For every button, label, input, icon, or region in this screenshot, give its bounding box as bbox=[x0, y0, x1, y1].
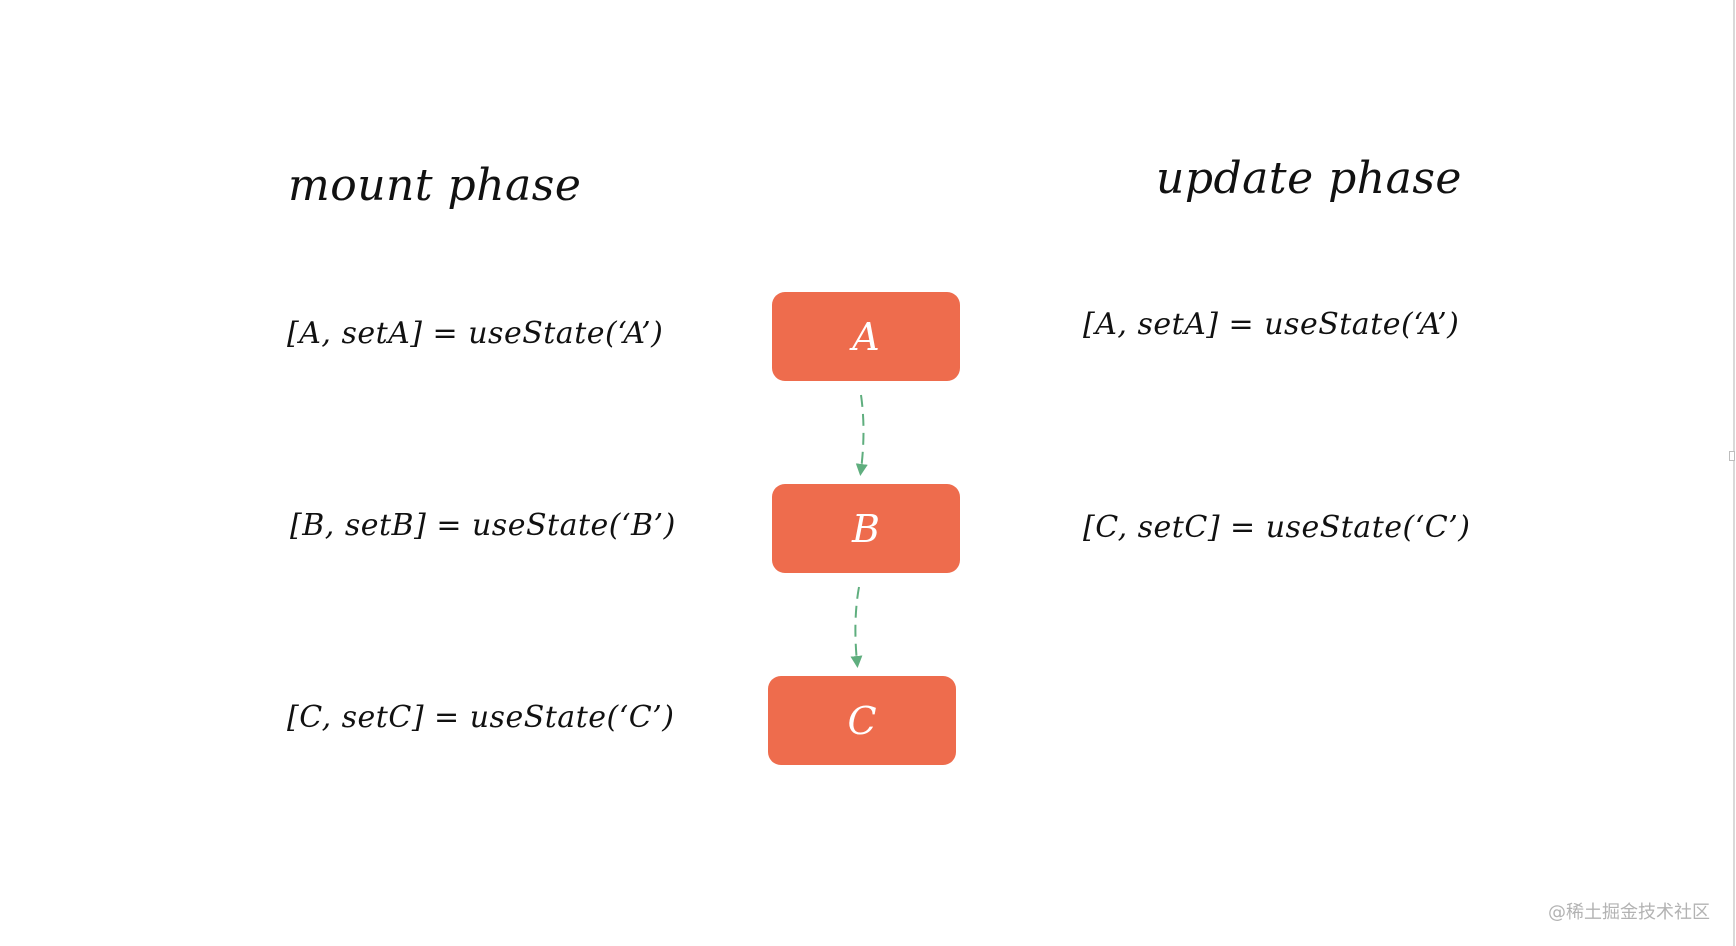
mount-call-b: [B, setB] = useState(‘B’) bbox=[290, 508, 676, 543]
hook-node-a: A bbox=[772, 292, 960, 381]
hook-node-b-label: B bbox=[852, 506, 880, 551]
watermark-text: @稀土掘金技术社区 bbox=[1548, 902, 1710, 923]
hook-node-c: C bbox=[768, 676, 956, 765]
update-call-c: [C, setC] = useState(‘C’) bbox=[1083, 510, 1471, 545]
hook-node-b: B bbox=[772, 484, 960, 573]
hook-node-a-label: A bbox=[852, 314, 880, 359]
dashed-arrow-down-icon bbox=[855, 394, 868, 476]
canvas-right-border bbox=[1733, 0, 1735, 946]
hook-node-c-label: C bbox=[847, 698, 877, 743]
mount-call-c: [C, setC] = useState(‘C’) bbox=[287, 700, 675, 735]
mount-phase-heading: mount phase bbox=[288, 160, 582, 211]
update-phase-heading: update phase bbox=[1156, 153, 1462, 204]
dashed-arrow-down-icon bbox=[850, 586, 863, 668]
resize-handle[interactable] bbox=[1729, 451, 1735, 461]
update-call-a: [A, setA] = useState(‘A’) bbox=[1083, 307, 1460, 342]
mount-call-a: [A, setA] = useState(‘A’) bbox=[287, 316, 664, 351]
